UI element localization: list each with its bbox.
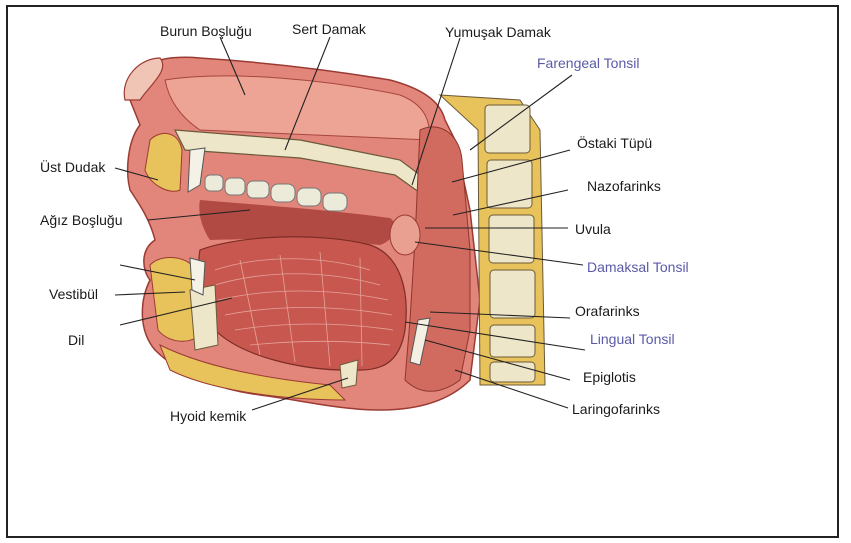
label-epiglotis: Epiglotis <box>583 369 636 385</box>
label-vestibul: Vestibül <box>49 286 98 302</box>
vertebrae <box>485 105 535 382</box>
label-ostaki-tupu: Östaki Tüpü <box>577 135 652 151</box>
label-orafarinks: Orafarinks <box>575 303 640 319</box>
label-laringofarinks: Laringofarinks <box>572 401 660 417</box>
label-sert-damak: Sert Damak <box>292 21 366 37</box>
label-damaksal-tonsil: Damaksal Tonsil <box>587 259 689 275</box>
hyoid-bone <box>340 360 358 388</box>
label-dil: Dil <box>68 332 84 348</box>
uvula <box>390 215 420 255</box>
label-uvula: Uvula <box>575 221 611 237</box>
label-yumusak-damak: Yumuşak Damak <box>445 24 551 40</box>
lower-incisor <box>190 258 205 295</box>
label-hyoid-kemik: Hyoid kemik <box>170 408 246 424</box>
label-nazofarinks: Nazofarinks <box>587 178 661 194</box>
label-farengeal-tonsil: Farengeal Tonsil <box>537 55 639 71</box>
label-lingual-tonsil: Lingual Tonsil <box>590 331 675 347</box>
mandible-bone <box>190 285 218 350</box>
label-burun-boslugu: Burun Boşluğu <box>160 23 252 39</box>
label-agiz-boslugu: Ağız Boşluğu <box>40 212 123 228</box>
label-ust-dudak: Üst Dudak <box>40 159 105 175</box>
